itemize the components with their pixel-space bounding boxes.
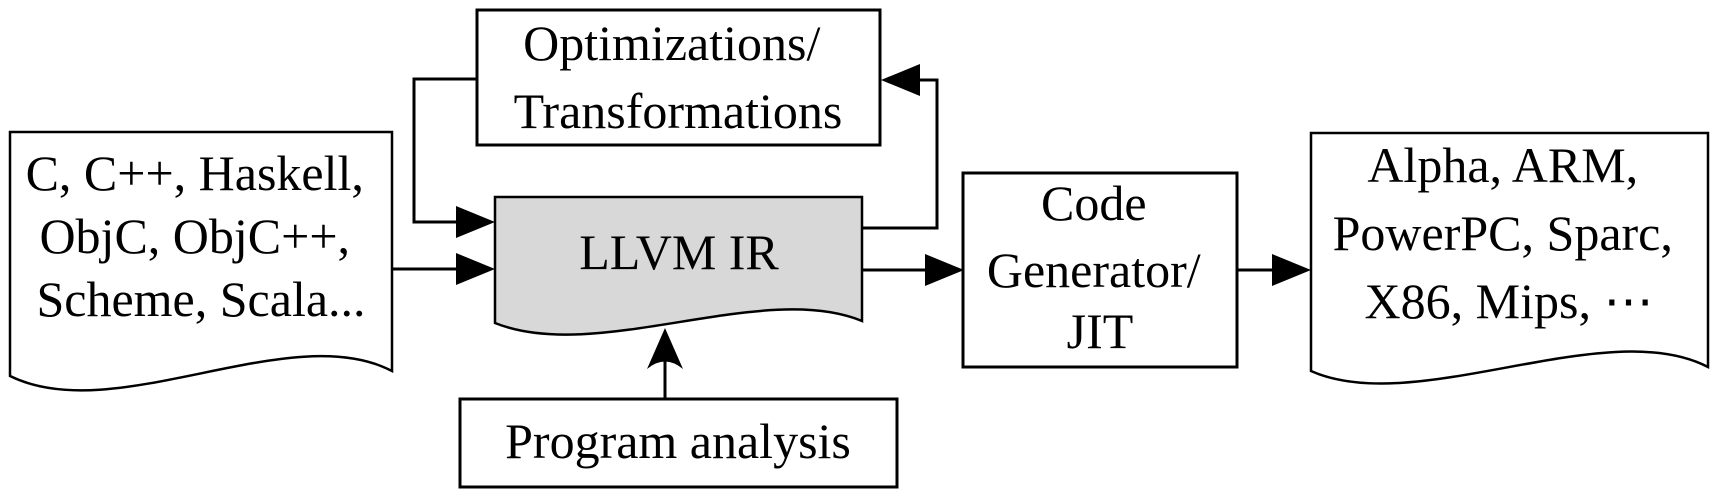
llvm-ir-label: LLVM IR xyxy=(579,224,779,280)
optimizations-label: Optimizations/ Transformations xyxy=(514,15,843,139)
edge-llvmir-to-optimizations xyxy=(862,64,939,230)
llvm-ir-document-shape xyxy=(493,195,864,336)
node-target-architectures: Alpha, ARM, PowerPC, Sparc, X86, Mips, ⋯ xyxy=(1309,131,1710,385)
target-architectures-document-shape xyxy=(1309,131,1710,385)
arrowhead-into-codegen xyxy=(925,254,964,286)
node-program-analysis: Program analysis xyxy=(458,397,899,489)
program-analysis-box-shape xyxy=(458,397,899,489)
edge-codegen-to-targets xyxy=(1237,254,1311,286)
node-code-generator: Code Generator/ JIT xyxy=(961,171,1239,369)
arrowhead-into-llvmir-bottom xyxy=(456,253,495,285)
source-languages-label: C, C++, Haskell, ObjC, ObjC++, Scheme, S… xyxy=(26,145,377,327)
edge-analysis-to-llvmir xyxy=(647,328,683,399)
code-generator-label: Code Generator/ JIT xyxy=(987,175,1213,359)
program-analysis-label: Program analysis xyxy=(505,413,851,469)
edge-sources-to-llvmir xyxy=(392,253,495,285)
edge-optimizations-to-llvmir xyxy=(412,77,495,238)
source-languages-document-shape xyxy=(8,130,394,392)
node-optimizations: Optimizations/ Transformations xyxy=(475,8,882,147)
optimizations-box-shape xyxy=(475,8,882,147)
arrowhead-up-into-llvmir xyxy=(647,328,683,369)
edge-llvmir-to-codegen xyxy=(862,254,964,286)
node-llvm-ir: LLVM IR xyxy=(493,195,864,336)
arrowhead-into-llvmir-top xyxy=(456,206,495,238)
code-generator-box-shape xyxy=(961,171,1239,369)
node-source-languages: C, C++, Haskell, ObjC, ObjC++, Scheme, S… xyxy=(8,130,394,392)
target-architectures-label: Alpha, ARM, PowerPC, Sparc, X86, Mips, ⋯ xyxy=(1333,137,1686,329)
arrowhead-into-optimizations xyxy=(881,64,920,96)
arrowhead-into-targets xyxy=(1272,254,1311,286)
